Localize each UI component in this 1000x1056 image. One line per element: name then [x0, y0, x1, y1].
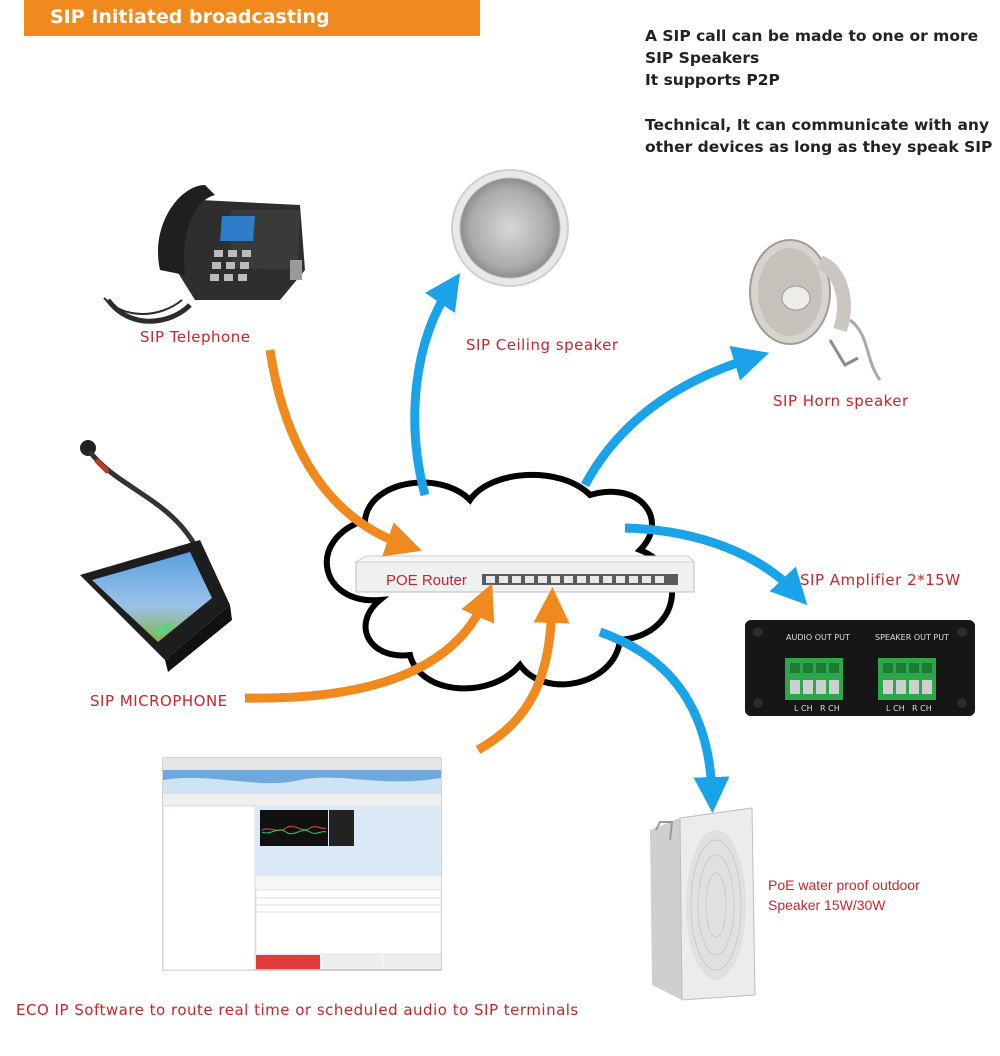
label-sip-telephone: SIP Telephone: [140, 328, 251, 346]
amp-audio-out-label: AUDIO OUT PUT: [786, 633, 850, 642]
poe-outdoor-speaker-image: [650, 807, 756, 1001]
label-sip-ceiling-speaker: SIP Ceiling speaker: [466, 336, 619, 354]
label-sip-amplifier: SIP Amplifier 2*15W: [800, 571, 961, 589]
label-outdoor-speaker-line-1: PoE water proof outdoor: [768, 877, 920, 893]
amp-lch-label-2: L CH: [886, 704, 905, 713]
arrow-router-to-ceiling: [410, 273, 461, 497]
label-sip-microphone: SIP MICROPHONE: [90, 692, 228, 710]
amp-rch-label-1: R CH: [820, 704, 840, 713]
label-poe-router: POE Router: [386, 572, 467, 589]
label-sip-horn-speaker: SIP Horn speaker: [773, 392, 909, 410]
label-outdoor-speaker-line-2: Speaker 15W/30W: [768, 897, 886, 913]
audio-player-software-window: [162, 757, 442, 971]
sip-microphone-image: [80, 440, 232, 672]
amp-rch-label-2: R CH: [912, 704, 932, 713]
sip-ceiling-speaker-image: [451, 169, 569, 287]
arrow-software-to-router: [475, 587, 570, 754]
arrow-router-to-horn: [581, 346, 770, 488]
description-line-5: other devices as long as they speak SIP: [645, 138, 993, 156]
arrow-router-to-outdoor: [598, 627, 730, 813]
title-banner: [24, 0, 480, 36]
description-line-2: SIP Speakers: [645, 49, 760, 67]
arrow-telephone-to-router: [265, 349, 423, 557]
sip-telephone-image: [103, 185, 305, 324]
sip-amplifier-image: AUDIO OUT PUT SPEAKER OUT PUT L CH R CH …: [745, 620, 975, 716]
arrow-router-to-amplifier: [624, 523, 808, 606]
sip-horn-speaker-image: [749, 239, 882, 381]
amp-speaker-out-label: SPEAKER OUT PUT: [875, 633, 949, 642]
poe-router: [354, 555, 696, 593]
label-eco-ip-software: ECO IP Software to route real time or sc…: [16, 1001, 579, 1019]
banner-title: SIP Initiated broadcasting: [50, 6, 330, 28]
description-line-1: A SIP call can be made to one or more: [645, 27, 979, 45]
description-line-3: It supports P2P: [645, 71, 780, 89]
arrow-microphone-to-router: [244, 583, 495, 703]
amp-lch-label-1: L CH: [794, 704, 813, 713]
description-line-4: Technical, It can communicate with any: [645, 116, 990, 134]
